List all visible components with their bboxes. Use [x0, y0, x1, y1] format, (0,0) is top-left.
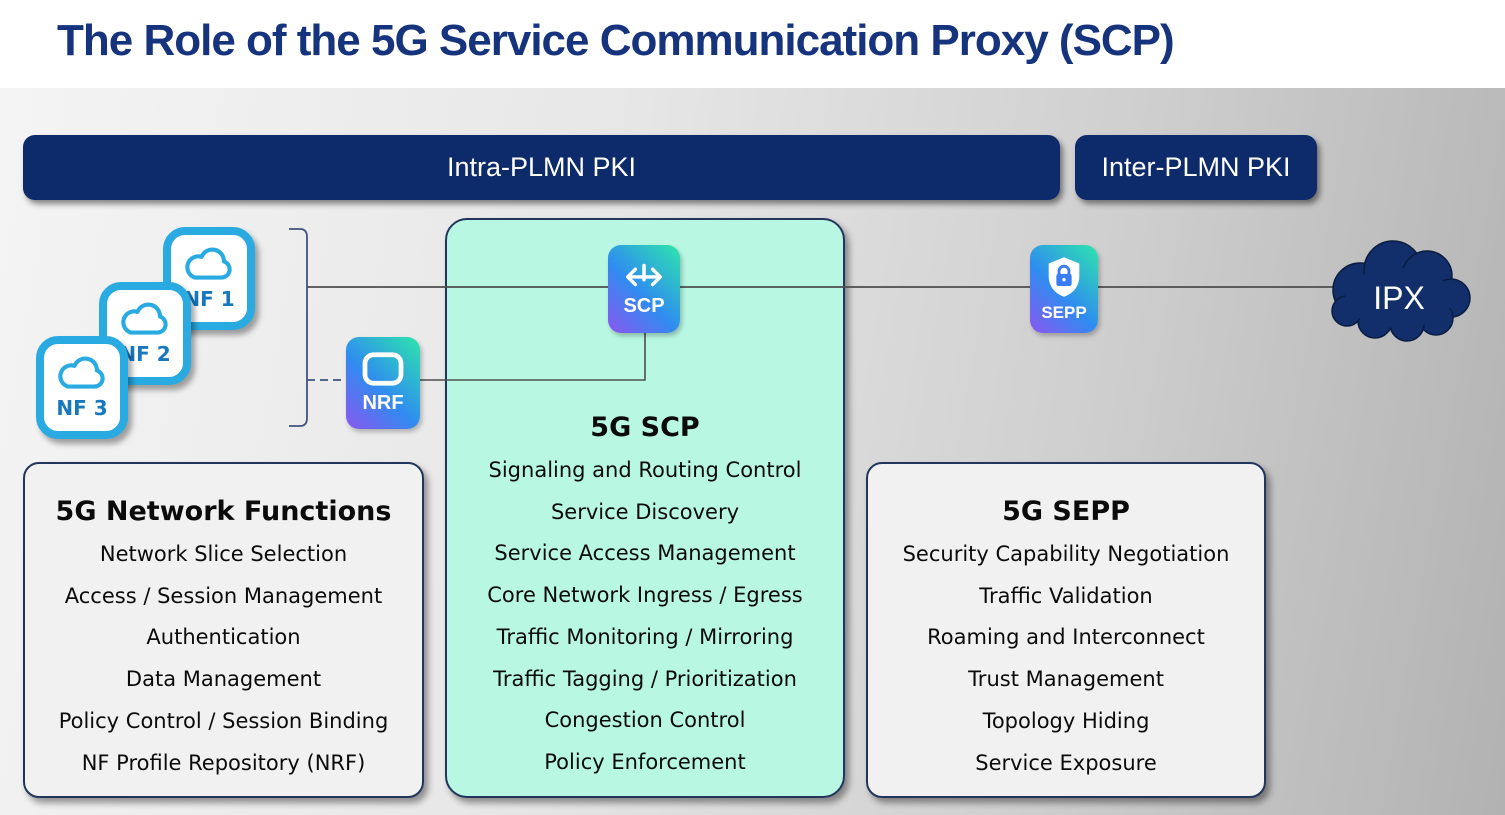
network-functions-item: Authentication [146, 625, 301, 650]
cloud-icon [58, 356, 105, 389]
scp-box-item: Traffic Monitoring / Mirroring [496, 624, 794, 649]
scp-box-item: Service Discovery [550, 499, 740, 524]
network-functions-box: 5G Network Functions Network Slice Selec… [23, 462, 424, 798]
network-functions-item: Data Management [125, 667, 322, 692]
network-functions-item: Network Slice Selection [99, 542, 348, 566]
network-functions-item: Access / Session Management [64, 583, 383, 608]
network-functions-title: 5G Network Functions [55, 496, 392, 527]
nrf-label: NRF [362, 392, 404, 414]
sepp-box-item: Security Capability Negotiation [902, 542, 1230, 566]
page-title: The Role of the 5G Service Communication… [57, 16, 1175, 65]
ipx-cloud: IPX [1331, 240, 1471, 342]
shield-lock-icon [1048, 256, 1080, 297]
sepp-box-item: Service Exposure [975, 750, 1157, 775]
intra-plmn-pki-label: Intra-PLMN PKI [446, 152, 637, 182]
sepp-box-item: Trust Management [968, 667, 1164, 692]
nf3-node: NF 3 [36, 336, 128, 439]
cloud-icon [185, 247, 232, 280]
network-functions-item: Policy Control / Session Binding [58, 708, 389, 733]
intra-plmn-pki-banner: Intra-PLMN PKI [23, 135, 1060, 200]
sepp-box-item: Traffic Validation [979, 583, 1153, 608]
sepp-feature-box: 5G SEPP Security Capability Negotiation … [866, 462, 1266, 798]
scp-box-item: Service Access Management [494, 541, 796, 566]
nf3-label: NF 3 [56, 396, 108, 420]
network-functions-item: NF Profile Repository (NRF) [81, 750, 366, 775]
scp-box-item: Traffic Tagging / Prioritization [493, 666, 797, 691]
sepp-box-item: Topology Hiding [982, 708, 1150, 733]
scp-box-item: Policy Enforcement [544, 749, 746, 774]
scp-node: SCP [608, 245, 680, 333]
scp-box-item: Signaling and Routing Control [488, 458, 802, 482]
scp-box-item: Congestion Control [544, 708, 746, 733]
sepp-box-title: 5G SEPP [1002, 496, 1130, 527]
bidirectional-arrow-icon [625, 263, 663, 287]
sepp-label: SEPP [1041, 302, 1087, 322]
scp-box-item: Core Network Ingress / Egress [487, 583, 803, 608]
cloud-icon [121, 302, 168, 335]
scp-label: SCP [623, 295, 665, 317]
sepp-box-item: Roaming and Interconnect [927, 625, 1205, 650]
registry-frame-icon [362, 352, 404, 386]
sepp-node: SEPP [1030, 245, 1098, 333]
nf1-label: NF 1 [183, 287, 235, 311]
scp-box-title: 5G SCP [590, 412, 700, 443]
nrf-node: NRF [346, 337, 420, 429]
ipx-label: IPX [1373, 280, 1425, 316]
inter-plmn-pki-banner: Inter-PLMN PKI [1075, 135, 1317, 200]
inter-plmn-pki-label: Inter-PLMN PKI [1101, 152, 1291, 182]
